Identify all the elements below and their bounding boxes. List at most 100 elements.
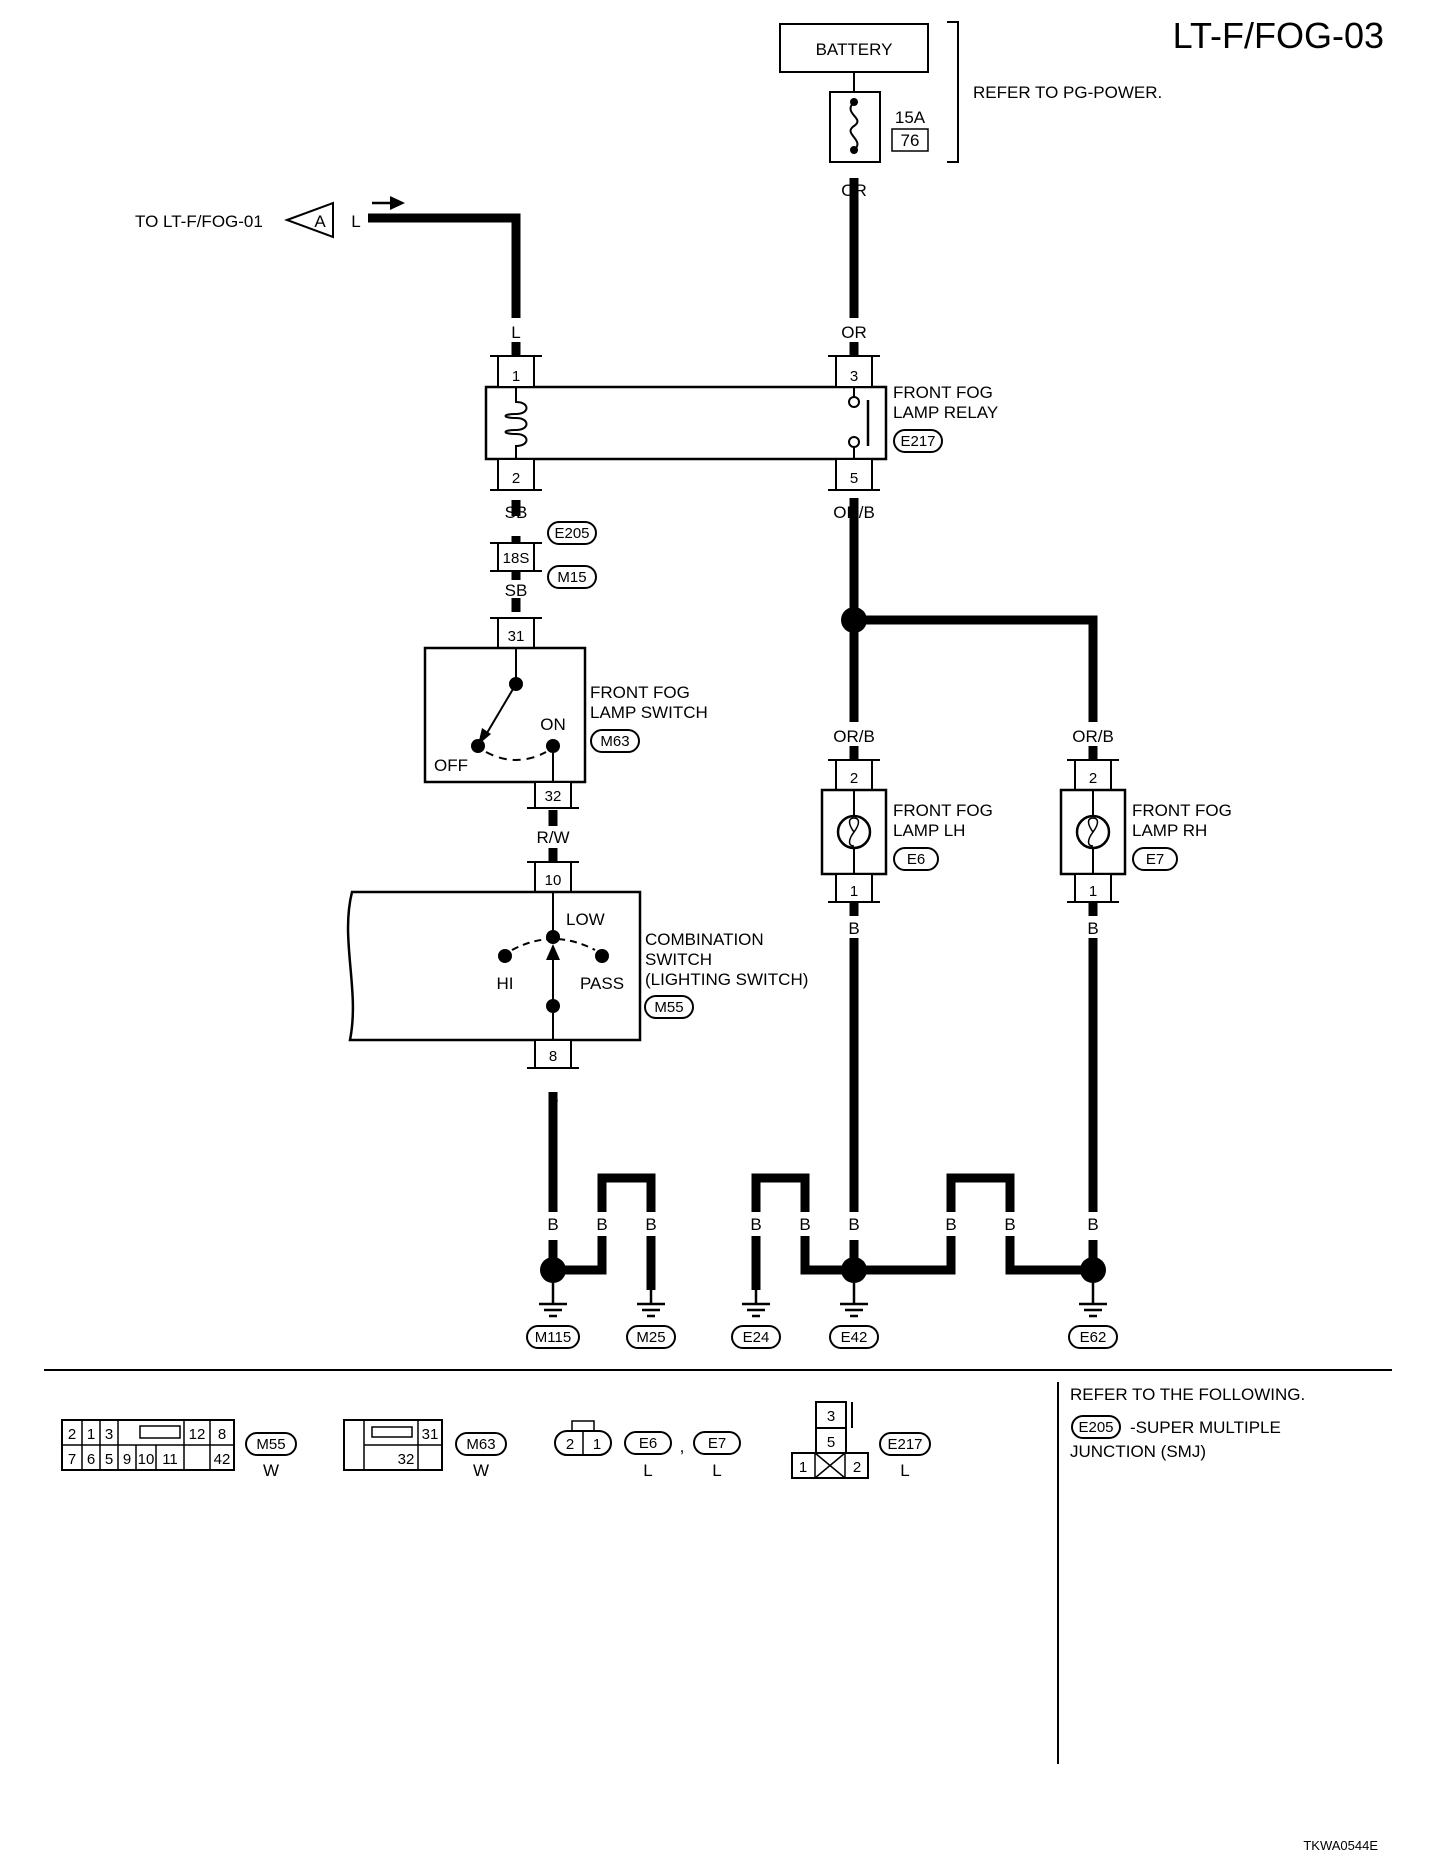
m55-pin-r2-0: 7 — [68, 1451, 76, 1468]
fog-switch-on: ON — [540, 715, 566, 734]
m55-pin-r2-1: 6 — [87, 1451, 95, 1468]
e6-id: E6 — [639, 1435, 657, 1452]
m55-pin-r2-3: 9 — [123, 1451, 131, 1468]
ground-junction-e42 — [841, 1257, 867, 1283]
b-mask-label-6: B — [848, 1215, 859, 1234]
e6-color: L — [643, 1461, 652, 1480]
refer-line-2: JUNCTION (SMJ) — [1070, 1442, 1206, 1461]
offpage-text: TO LT-F/FOG-01 — [135, 212, 263, 231]
e6-pin-1: 1 — [593, 1436, 601, 1453]
ground-badge-e42: E42 — [829, 1325, 879, 1349]
wire-label-or-top: OR — [841, 181, 867, 200]
e217-id: E217 — [887, 1436, 922, 1453]
connector-view-e6-e7: 2 1 E6 , E7 L L — [554, 1420, 741, 1480]
power-refer-note: REFER TO PG-POWER. — [973, 83, 1162, 102]
combo-hi: HI — [497, 974, 514, 993]
lamp-rh-title-1: FRONT FOG — [1132, 801, 1232, 820]
relay-coil — [504, 387, 528, 459]
m55-pin-r2-4: 10 — [138, 1451, 155, 1468]
b-mask-label-4: B — [750, 1215, 761, 1234]
connector-view-e217: 3 5 1 2 E217 L — [791, 1401, 931, 1480]
e217-color: L — [900, 1461, 909, 1480]
svg-text:E6: E6 — [907, 851, 925, 868]
combo-low: LOW — [566, 910, 605, 929]
figure-code: TKWA0544E — [1303, 1838, 1378, 1853]
combo-title-3: (LIGHTING SWITCH) — [645, 970, 808, 989]
ground-junction-m115 — [540, 1257, 566, 1283]
signal-flow-arrow — [372, 196, 405, 210]
b-mask-label-2: B — [596, 1215, 607, 1234]
e217-pin-3: 3 — [827, 1408, 835, 1425]
fuse: 15A 76 — [829, 91, 929, 163]
relay-box: 1 3 2 5 — [484, 355, 888, 491]
m55-pin-r2-2: 5 — [105, 1451, 113, 1468]
relay-connector-badge: E217 — [893, 429, 943, 453]
combo-title-2: SWITCH — [645, 950, 712, 969]
fog-switch-off: OFF — [434, 756, 468, 775]
combo-pin-top: 10 — [545, 872, 562, 889]
ground-badge-e62: E62 — [1068, 1325, 1118, 1349]
wire-label-l: L — [511, 323, 520, 342]
ground-junction-e62 — [1080, 1257, 1106, 1283]
fuse-number: 76 — [901, 131, 920, 150]
offpage-connector-arrow — [284, 201, 334, 239]
ground-symbols — [539, 1283, 1107, 1318]
m55-pin-r2-5: 11 — [162, 1451, 178, 1468]
lamp-lh-title-2: LAMP LH — [893, 821, 965, 840]
combo-pass: PASS — [580, 974, 624, 993]
svg-text:M55: M55 — [654, 999, 683, 1016]
fog-switch-title-2: LAMP SWITCH — [590, 703, 708, 722]
e217-pin-1: 1 — [799, 1459, 807, 1476]
battery-label: BATTERY — [816, 40, 893, 59]
ground-badge-m25: M25 — [626, 1325, 676, 1349]
b-mask-label-5: B — [799, 1215, 810, 1234]
lamp-lh-pin-top: 2 — [850, 770, 858, 787]
ground-badge-e24: E24 — [731, 1325, 781, 1349]
battery: BATTERY — [779, 23, 929, 73]
b-mask-label-7: B — [945, 1215, 956, 1234]
lamp-rh-pin-top: 2 — [1089, 770, 1097, 787]
b-mask-label-8: B — [1004, 1215, 1015, 1234]
fog-switch-pin-bottom: 32 — [545, 788, 562, 805]
fog-switch-connector-badge: M63 — [590, 729, 640, 753]
fog-switch-pin-top: 31 — [508, 628, 525, 645]
svg-text:E205: E205 — [554, 525, 589, 542]
wire-label-b-combo: B — [547, 1089, 558, 1108]
refer-heading: REFER TO THE FOLLOWING. — [1070, 1385, 1305, 1404]
m63-id: M63 — [466, 1436, 495, 1453]
relay-pin-1: 1 — [512, 368, 520, 385]
wire-label-orb-lh: OR/B — [833, 727, 875, 746]
m55-id: M55 — [256, 1436, 285, 1453]
lamp-lh-title-1: FRONT FOG — [893, 801, 993, 820]
combo-switch-box: 10 8 LOW HI PASS — [346, 861, 642, 1069]
lamp-rh-connector-badge: E7 — [1132, 847, 1178, 871]
page-id: LT-F/FOG-03 — [1173, 15, 1384, 56]
junction-orb — [841, 607, 867, 633]
e217-pin-2: 2 — [853, 1459, 861, 1476]
m55-pin-r1-0: 2 — [68, 1426, 76, 1443]
ground-badge-m115: M115 — [526, 1325, 580, 1349]
svg-text:M63: M63 — [600, 733, 629, 750]
relay-pin-2: 2 — [512, 470, 520, 487]
wire-label-b-rh: B — [1087, 919, 1098, 938]
e6-pin-2: 2 — [566, 1436, 574, 1453]
lamp-lh-box: 2 1 — [820, 759, 888, 916]
relay-title-1: FRONT FOG — [893, 383, 993, 402]
svg-text:E24: E24 — [743, 1329, 770, 1346]
svg-text:E42: E42 — [841, 1329, 868, 1346]
m63-pin-31: 31 — [422, 1426, 439, 1443]
fog-switch-box: 31 32 ON OFF — [423, 617, 587, 809]
e6-e7-sep: , — [680, 1437, 685, 1456]
lamp-lh-pin-bottom: 1 — [850, 883, 858, 900]
offpage-wire-color: L — [351, 212, 360, 231]
b-mask-label-9: B — [1087, 1215, 1098, 1234]
m55-color: W — [263, 1461, 279, 1480]
relay-pin-3: 3 — [850, 368, 858, 385]
b-mask-label-3: B — [645, 1215, 656, 1234]
svg-text:M115: M115 — [535, 1329, 571, 1346]
wires — [368, 178, 1098, 1290]
connector-view-m55: 2 1 3 12 8 7 6 5 9 10 11 42 M55 W — [61, 1419, 297, 1480]
b-mask-label-1: B — [547, 1215, 558, 1234]
e7-id: E7 — [708, 1435, 726, 1452]
